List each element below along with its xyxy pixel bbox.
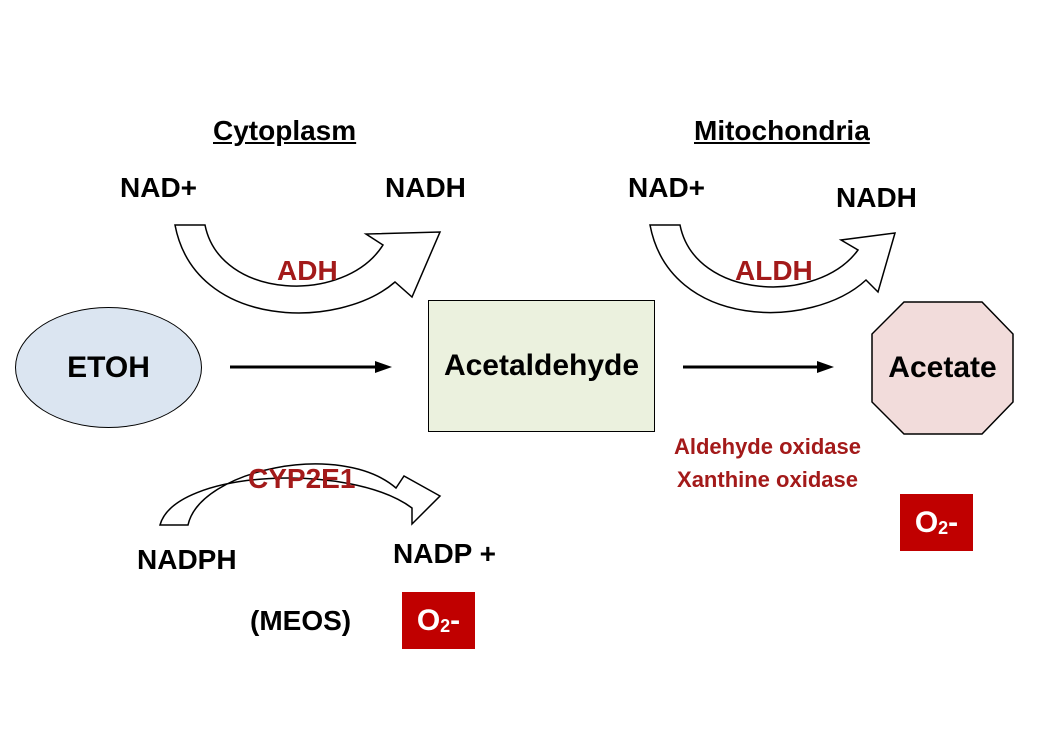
etoh-to-acetaldehyde-arrowhead [375, 361, 392, 373]
meos-nadp-plus: NADP + [393, 538, 496, 569]
superoxide-charge: - [948, 505, 959, 539]
aldehyde-oxidase-label: Aldehyde oxidase [673, 434, 862, 459]
superoxide-subscript: 2 [440, 616, 451, 636]
acetaldehyde-node: Acetaldehyde [428, 300, 655, 432]
acetate-label: Acetate [888, 351, 997, 384]
aldh-curved-arrow [649, 224, 897, 314]
meos-nadph: NADPH [137, 544, 237, 575]
cytoplasm-heading: Cytoplasm [213, 115, 357, 146]
mitochondria-heading: Mitochondria [694, 115, 870, 146]
xanthine-oxidase-label: Xanthine oxidase [677, 467, 858, 492]
acetate-octagon [871, 301, 1014, 435]
superoxide-charge: - [450, 603, 461, 637]
aldh-nadh: NADH [836, 182, 917, 213]
aldh-nad-plus: NAD+ [628, 172, 706, 203]
acetaldehyde-label: Acetaldehyde [443, 349, 640, 382]
acetaldehyde-to-acetate-arrowhead [817, 361, 834, 373]
adh-enzyme-label: ADH [277, 255, 338, 286]
aldh-enzyme-label: ALDH [735, 255, 813, 286]
superoxide-subscript: 2 [938, 518, 949, 538]
cyp2e1-enzyme-label: CYP2E1 [248, 463, 356, 494]
etoh-node: ETOH [15, 307, 202, 428]
meos-label: (MEOS) [250, 605, 352, 636]
cyp2e1-curved-arrow [159, 463, 442, 526]
adh-nadh: NADH [385, 172, 466, 203]
etoh-label: ETOH [67, 350, 150, 384]
adh-curved-arrow [174, 224, 442, 314]
oxidase-enzyme-list: Aldehyde oxidase Xanthine oxidase [650, 430, 885, 496]
acetate-node: Acetate [872, 302, 1013, 434]
adh-nad-plus: NAD+ [120, 172, 198, 203]
superoxide-base: O [914, 505, 939, 539]
superoxide-base: O [416, 603, 441, 637]
